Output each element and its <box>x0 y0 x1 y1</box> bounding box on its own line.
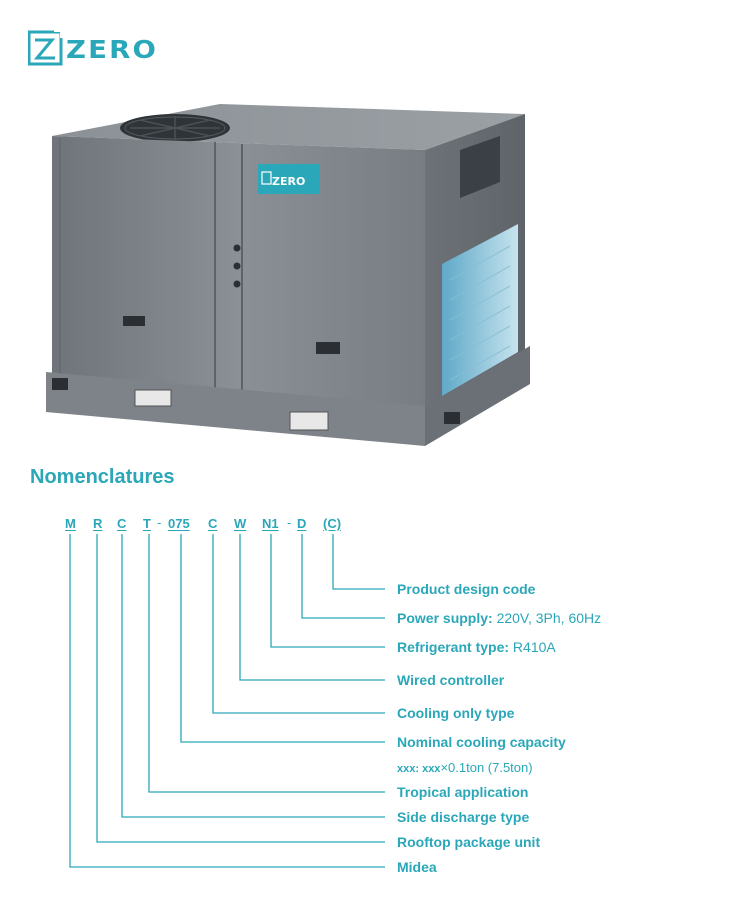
label-tropical-application: Tropical application <box>397 784 529 800</box>
code-part-w: W <box>234 516 247 531</box>
code-part-m: M <box>65 516 76 531</box>
label-refrigerant-type: Refrigerant type: R410A <box>397 639 556 655</box>
logo-text: ZERO <box>66 35 159 64</box>
code-part-c2: C <box>208 516 218 531</box>
code-part-c-paren: (C) <box>323 516 342 531</box>
section-title: Nomenclatures <box>30 466 175 488</box>
code-part-075: 075 <box>168 516 190 531</box>
capacity-note: xxx: xxx×0.1ton (7.5ton) <box>397 760 533 775</box>
label-rooftop-unit: Rooftop package unit <box>397 834 541 850</box>
label-midea: Midea <box>397 859 437 875</box>
label-product-design-code: Product design code <box>397 581 536 597</box>
code-part-n1: N1 <box>262 516 279 531</box>
label-cooling-only: Cooling only type <box>397 705 515 721</box>
badge-text: ZERO <box>272 175 305 188</box>
label-nominal-capacity: Nominal cooling capacity <box>397 734 566 750</box>
code-part-d: D <box>297 516 307 531</box>
code-dash: - <box>287 515 292 530</box>
code-part-t: T <box>143 516 151 531</box>
zero-logo-icon <box>28 28 64 66</box>
label-wired-controller: Wired controller <box>397 672 505 688</box>
code-part-r: R <box>93 516 103 531</box>
rooftop-unit-image: ZERO <box>46 104 530 446</box>
code-dash: - <box>157 515 162 530</box>
code-part-c: C <box>117 516 127 531</box>
label-power-supply: Power supply: 220V, 3Ph, 60Hz <box>397 610 602 626</box>
label-side-discharge: Side discharge type <box>397 809 530 825</box>
